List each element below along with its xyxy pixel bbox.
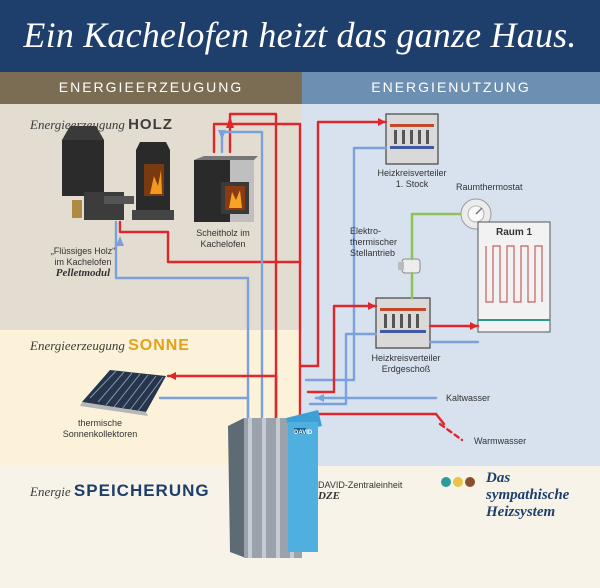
bar-energieerzeugung: ENERGIEERZEUGUNG: [0, 72, 302, 104]
dze-storage-unit: [228, 410, 322, 558]
header-banner: Ein Kachelofen heizt das ganze Haus.: [0, 0, 600, 72]
slogan: Das sympathische Heizsystem: [486, 470, 570, 520]
scheitholz-oven-image: [194, 156, 258, 222]
section-sonne-title: Energieerzeugung SONNE: [30, 337, 190, 354]
stellantrieb-label: Elektro- thermischer Stellantrieb: [350, 226, 398, 258]
raumthermostat-label: Raumthermostat: [456, 182, 523, 192]
raum-1-heating-loop: [477, 221, 551, 333]
warmwasser-label: Warmwasser: [474, 436, 527, 446]
dze-label: DAVID-Zentraleinheit DZE: [318, 480, 403, 502]
section-holz-title: Energieerzeugung HOLZ: [30, 116, 173, 133]
stellantrieb-icon: [398, 258, 421, 274]
page-title: Ein Kachelofen heizt das ganze Haus.: [23, 15, 577, 55]
heizkreisverteiler-1-image: [385, 113, 439, 165]
slogan-dots: [441, 477, 475, 487]
bar-left-label: ENERGIEERZEUGUNG: [58, 79, 244, 95]
scheitholz-label: Scheitholz im Kachelofen: [196, 228, 250, 249]
solar-collector-image: [80, 370, 166, 416]
pellet-module-image: [62, 126, 174, 220]
bar-energienutzung: ENERGIENUTZUNG: [302, 72, 600, 104]
section-speicher-title: Energie SPEICHERUNG: [30, 481, 210, 500]
heizkreisverteiler-eg-image: [375, 297, 431, 349]
kaltwasser-label: Kaltwasser: [446, 393, 491, 403]
heizkreisverteiler-eg-label: Heizkreisverteiler Erdgeschoß: [371, 353, 441, 374]
heizkreisverteiler-1-label: Heizkreisverteiler 1. Stock: [377, 168, 447, 189]
sonnenkollektoren-label: thermische Sonnenkollektoren: [62, 418, 138, 439]
raum-1-label: Raum 1: [496, 227, 533, 238]
dze-brand-mini: DAVID: [294, 430, 313, 436]
pellet-label: „Flüssiges Holz“ im Kachelofen Pelletmod…: [50, 246, 116, 279]
bar-right-label: ENERGIENUTZUNG: [371, 79, 531, 95]
